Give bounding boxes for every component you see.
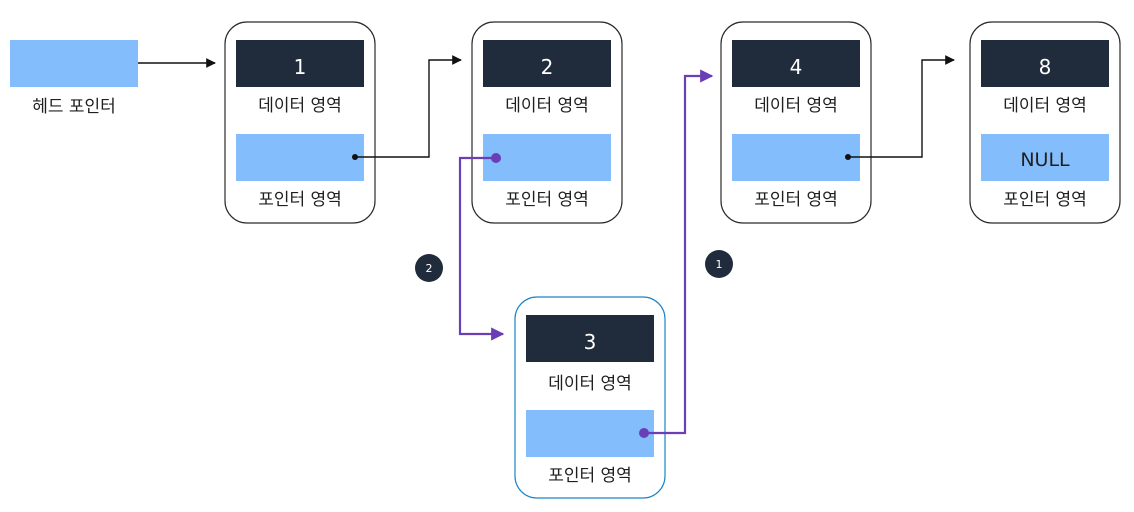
pointer-label: 포인터 영역 [1003,190,1087,210]
node-1-to-node-2-arrow [355,55,462,158]
data-label: 데이터 영역 [1003,96,1087,116]
step-badge-2: 2 [415,254,443,282]
data-box [732,40,860,87]
node-value: 1 [294,55,307,79]
data-box [483,40,611,87]
step-badge-label: 2 [426,262,433,275]
pointer-label: 포인터 영역 [258,190,342,210]
pointer-label: 포인터 영역 [754,190,838,210]
data-label: 데이터 영역 [548,374,632,394]
head-pointer-box [10,40,138,87]
data-box [981,40,1109,87]
node-value: 4 [790,55,803,79]
data-label: 데이터 영역 [258,96,342,116]
pointer-box [483,134,611,181]
pointer-label: 포인터 영역 [505,190,589,210]
pointer-box [236,134,364,181]
node-8: 8 데이터 영역 NULL 포인터 영역 [969,21,1121,224]
pointer-box [981,134,1109,181]
node-value: 8 [1039,55,1052,79]
node-4-to-node-8-arrow [848,55,955,158]
null-value: NULL [1020,149,1070,171]
data-box [526,315,654,362]
node-value: 2 [541,55,554,79]
pointer-box [732,134,860,181]
node-value: 3 [584,330,597,354]
data-label: 데이터 영역 [505,96,589,116]
node-3-inserted: 3 데이터 영역 포인터 영역 [514,296,666,499]
node-3-to-node-4-arrow [644,69,714,435]
node-2-to-node-3-arrow [458,156,505,341]
data-label: 데이터 영역 [754,96,838,116]
step-badge-label: 1 [716,258,723,271]
data-box [236,40,364,87]
head-pointer-label: 헤드 포인터 [32,97,116,117]
node-1: 1 데이터 영역 포인터 영역 [224,21,376,224]
pointer-label: 포인터 영역 [548,466,632,486]
node-4: 4 데이터 영역 포인터 영역 [720,21,872,224]
node-2: 2 데이터 영역 포인터 영역 [471,21,623,224]
pointer-box [526,410,654,457]
head-pointer: 헤드 포인터 [10,40,138,117]
step-badge-1: 1 [705,250,733,278]
